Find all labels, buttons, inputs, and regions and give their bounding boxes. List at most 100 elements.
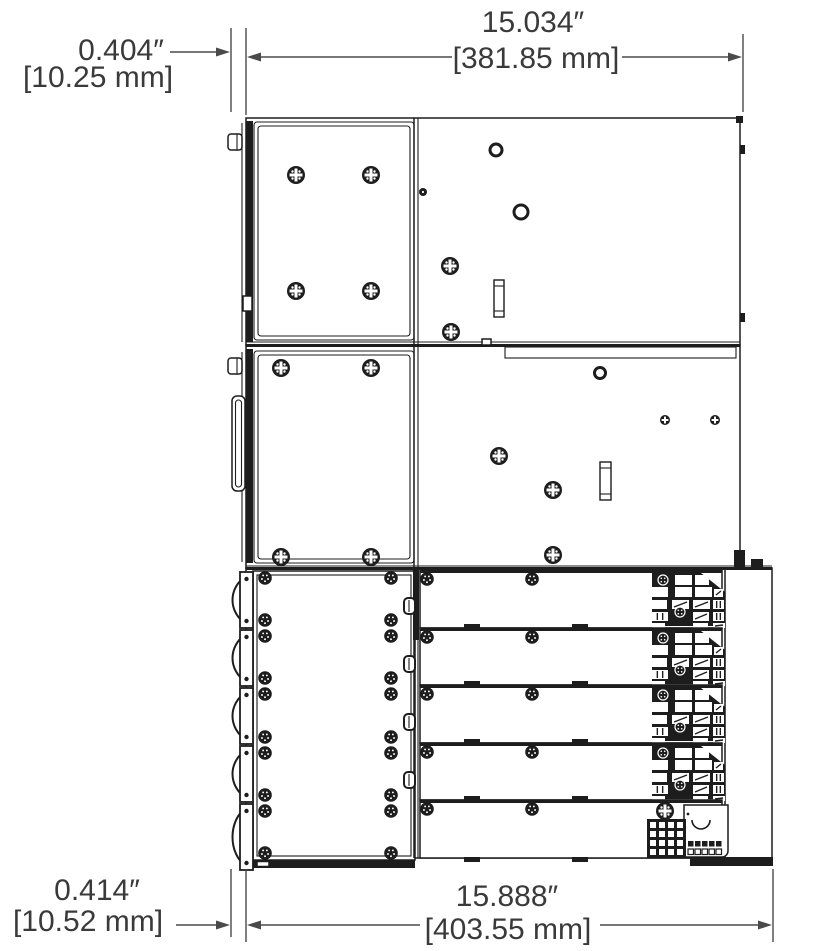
screw-dot	[391, 733, 394, 736]
hole-icon	[512, 203, 530, 221]
module-blade	[419, 627, 725, 686]
screw-dot	[283, 370, 286, 373]
screw-dot	[283, 559, 286, 562]
torx-screw-icon	[420, 630, 434, 644]
screw-dot	[667, 813, 670, 816]
screw-dot	[261, 620, 263, 622]
screw-dot	[426, 696, 428, 699]
torx-screw-icon	[384, 746, 398, 760]
screw-dot	[429, 579, 431, 581]
screw-dot	[445, 268, 448, 271]
port-mark	[694, 671, 708, 678]
dim-bottom-width-mm: [403.55 mm]	[425, 913, 592, 946]
arrowhead-icon	[216, 920, 230, 930]
front-flange	[246, 121, 253, 342]
torx-screw-icon	[258, 788, 272, 802]
screw-dot	[366, 370, 369, 373]
screw-dot	[267, 737, 269, 739]
bottom-rail	[251, 860, 415, 868]
chassis-details	[231, 142, 729, 871]
screw-dot	[429, 752, 431, 754]
screw-dot	[264, 797, 266, 800]
led-cell	[687, 848, 695, 856]
screw-dot	[267, 811, 269, 813]
screw-head	[258, 788, 272, 802]
screw-dot	[387, 737, 389, 739]
cluster-screw-icon	[657, 632, 669, 644]
screw-dot	[391, 632, 394, 635]
port-cell	[652, 612, 668, 621]
screw-dot	[528, 809, 530, 811]
port-cell	[652, 623, 665, 628]
torx-screw-icon	[384, 613, 398, 627]
front-flange	[246, 349, 253, 563]
screw-dot	[390, 855, 392, 858]
screw-slot	[274, 555, 288, 559]
screw-dot	[390, 638, 392, 641]
semicircle-notch	[691, 819, 711, 830]
port-cell	[675, 690, 692, 700]
screw-dot	[267, 620, 269, 622]
screw-dot	[388, 574, 391, 577]
screw-dot	[265, 574, 268, 577]
screw-dot	[387, 853, 389, 855]
middle-left-panel-inner	[257, 354, 411, 560]
seam-tab	[481, 338, 492, 346]
bracket-pin	[244, 634, 249, 640]
screw-dot	[276, 370, 279, 373]
screw-dot	[391, 690, 394, 693]
screw-dot	[387, 636, 389, 638]
screw-dot	[373, 293, 376, 296]
screw-dot	[426, 754, 428, 757]
screw-dot	[261, 636, 263, 638]
screw-dot	[528, 694, 530, 696]
screw-dot	[261, 678, 263, 680]
bracket-pin	[244, 692, 249, 698]
screw-dot	[534, 752, 536, 754]
screw-dot	[391, 674, 394, 677]
cluster-screw-icon	[657, 689, 669, 701]
screw-dot	[660, 635, 663, 638]
screw-dot	[265, 791, 268, 794]
phillips-screw-icon	[656, 802, 674, 820]
port-cell	[693, 796, 708, 801]
screw-dot	[529, 805, 532, 808]
arrowhead-icon	[728, 52, 742, 62]
screw-head	[258, 571, 272, 585]
grid-cell	[650, 849, 656, 855]
led-cell	[715, 848, 723, 856]
screw-dot	[387, 811, 389, 813]
port-mark	[673, 774, 688, 781]
screw-dot	[680, 727, 683, 730]
screw-head	[384, 846, 398, 860]
grid-cell	[677, 831, 683, 837]
screw-head	[384, 571, 398, 585]
screw-dot	[453, 327, 456, 330]
screw-dot	[366, 170, 369, 173]
phillips-screw-icon	[544, 546, 562, 564]
top-left-panel-inner	[257, 125, 411, 337]
phillips-screw-icon	[272, 548, 290, 566]
cluster-screw-icon	[674, 779, 686, 791]
screw-dot	[660, 750, 663, 753]
screw-head	[384, 746, 398, 760]
screw-dot	[262, 791, 265, 794]
dim-top-offset-mm: [10.25 mm]	[23, 61, 173, 94]
vent-slot	[599, 461, 612, 501]
blade-tab	[464, 796, 480, 801]
screw-dot	[531, 639, 533, 642]
screw-slot	[289, 173, 303, 177]
screw-dot	[390, 696, 392, 699]
screw-dot	[393, 678, 395, 680]
port-cell	[675, 760, 692, 770]
screw-dot	[265, 690, 268, 693]
led-cell	[688, 841, 694, 847]
screw-dot	[677, 782, 680, 785]
screw-dot	[388, 807, 391, 810]
screw-dot	[429, 637, 431, 639]
port-mark	[694, 786, 708, 793]
screw-head	[674, 664, 686, 676]
screw-dot	[388, 849, 391, 852]
blade-tab	[572, 681, 588, 686]
